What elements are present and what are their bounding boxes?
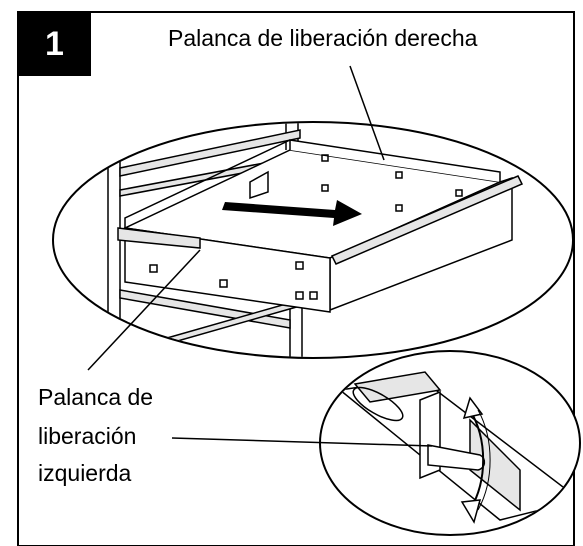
- drawer-view-oval: [52, 121, 574, 359]
- leader-line-right-lever: [349, 65, 385, 161]
- right-release-lever-label: Palanca de liberación derecha: [168, 25, 478, 51]
- frame-border: [17, 11, 575, 546]
- left-release-lever-label-line2: liberación: [38, 423, 137, 449]
- rotate-arrow-icon: [469, 409, 485, 511]
- pull-arrow-icon: [222, 200, 362, 226]
- left-release-lever-label-line3: izquierda: [38, 460, 132, 486]
- step-number-badge: 1: [18, 12, 91, 76]
- leader-line-left-lever-inset: [171, 437, 433, 447]
- release-lever-inset: [319, 350, 581, 536]
- leader-line-left-lever-main: [87, 249, 201, 371]
- left-release-lever-label-line1: Palanca de: [38, 384, 154, 410]
